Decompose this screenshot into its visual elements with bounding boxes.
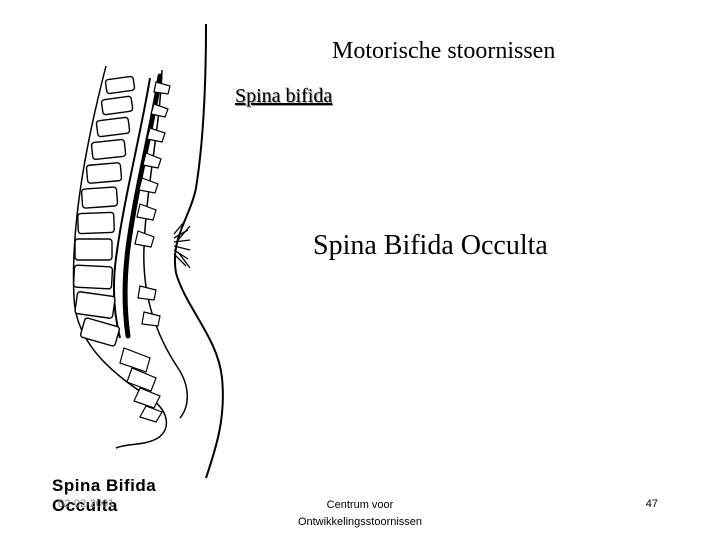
spine-illustration — [72, 23, 224, 479]
spinal-cord — [122, 73, 163, 339]
main-label: Spina Bifida Occulta — [313, 230, 548, 261]
illustration-caption-line1: Spina Bifida — [52, 476, 157, 495]
footer-organization-line2: Ontwikkelingsstoornissen — [297, 516, 423, 528]
page-number: 47 — [645, 498, 658, 510]
spinous-processes — [134, 81, 171, 327]
footer-organization: Centrum voor Ontwikkelingsstoornissen — [260, 497, 460, 531]
vertebrae — [72, 75, 136, 347]
footer-date: 02-02-2001 — [58, 498, 115, 510]
illustration-caption: Spina Bifida Occulta — [52, 476, 156, 516]
sacrum — [119, 347, 163, 423]
back-outline — [173, 23, 224, 479]
column-back-outline — [143, 69, 188, 419]
column-front-outline — [72, 65, 168, 449]
slide-title: Motorische stoornissen — [332, 38, 556, 64]
illustration-caption-line2: Occulta — [52, 496, 118, 515]
footer-organization-line1: Centrum voor — [326, 499, 394, 511]
subtitle-link[interactable]: Spina bifida — [235, 85, 333, 107]
spinal-canal-line — [112, 77, 151, 339]
hair-tuft — [173, 221, 191, 269]
